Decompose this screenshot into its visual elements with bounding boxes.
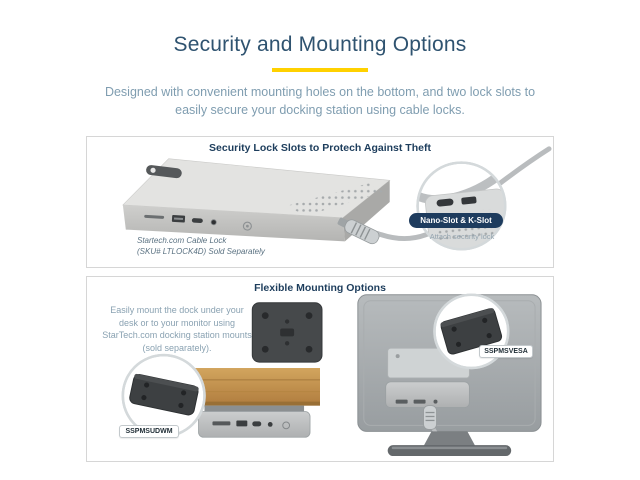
security-panel: Security Lock Slots to Protech Against T… [86, 136, 554, 268]
title-underline-accent [272, 68, 368, 72]
dock-on-monitor [385, 381, 470, 408]
audio-jack [210, 219, 217, 226]
dock-under-desk [198, 411, 311, 438]
sku-label-vesa: SSPMSVESA [479, 345, 533, 358]
power-button [242, 221, 252, 231]
monitor-stand [387, 431, 512, 457]
nano-slot [436, 198, 454, 207]
cable-lock [337, 217, 380, 245]
mounting-panel: Flexible Mounting Options Easily mount t… [86, 276, 554, 462]
sku-label-udwm: SSPMSUDWM [119, 425, 179, 438]
startech-logo-badge [146, 165, 182, 179]
vesa-plate [251, 302, 323, 363]
mounting-description: Easily mount the dock under your desk or… [102, 305, 252, 353]
attach-security-lock-text: Attach security lock [429, 232, 495, 241]
under-desk-mount [186, 368, 320, 438]
sd-card-slot [144, 214, 165, 219]
nano-kslot-label: Nano-Slot & K-Slot [409, 213, 503, 228]
cable-lock-caption-line2: (SKU# LTLOCK4D) Sold Separately [137, 246, 265, 256]
usb-c-port [191, 218, 203, 223]
front-ports [144, 214, 252, 231]
cable-lock-caption: Startech.com Cable Lock (SKU# LTLOCK4D) … [137, 236, 297, 258]
security-panel-header: Security Lock Slots to Protech Against T… [209, 142, 431, 154]
under-desk-bracket [204, 405, 305, 413]
cable-lock-caption-line1: Startech.com Cable Lock [137, 236, 227, 245]
desk-surface [186, 368, 320, 406]
vent-holes [286, 183, 384, 216]
page-subtitle: Designed with convenient mounting holes … [104, 85, 536, 117]
mounting-panel-header: Flexible Mounting Options [254, 282, 386, 294]
k-slot [461, 196, 477, 205]
udwm-plate-zoom-callout [121, 353, 206, 438]
page-title: Security and Mounting Options [173, 33, 467, 56]
